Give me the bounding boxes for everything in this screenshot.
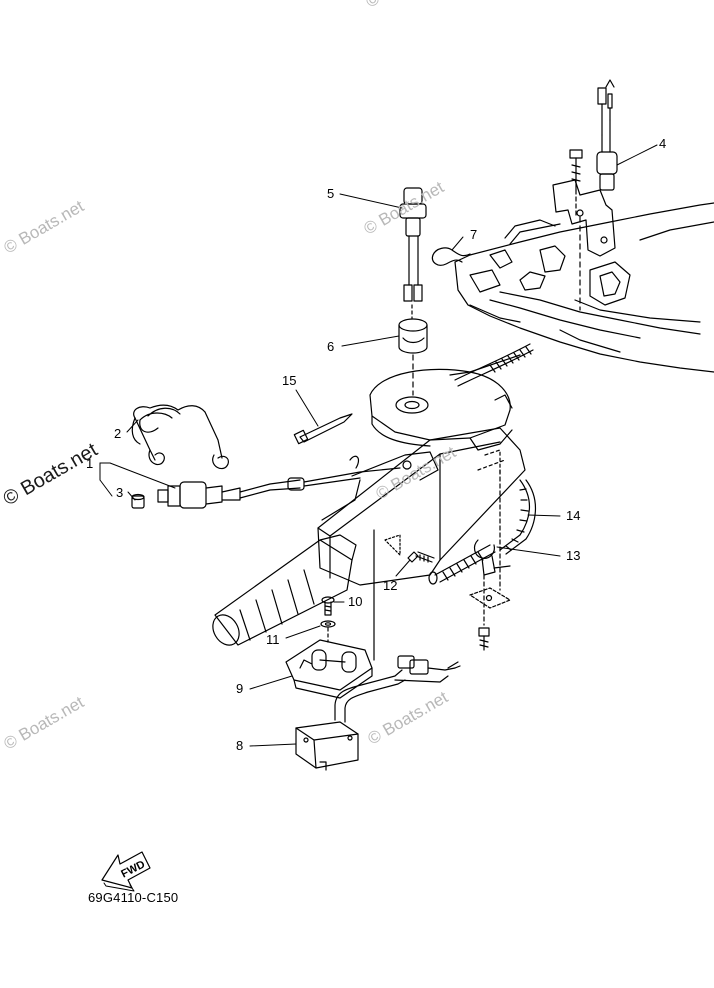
watermark-dark: © Boats.net: [0, 439, 102, 511]
callout-12: 12: [383, 578, 397, 593]
protection-tube: [428, 479, 537, 585]
wire-harness: [334, 655, 461, 723]
callout-1: 1: [86, 456, 93, 471]
screw-10: [321, 596, 335, 616]
callout-10: 10: [348, 594, 362, 609]
bottom-cowling: [454, 202, 714, 373]
ignition-module: [295, 721, 359, 771]
watermark-4: © Boats.net: [1, 692, 88, 753]
tiller-handle: [317, 427, 526, 661]
callout-3: 3: [116, 485, 123, 500]
callout-numbers: 1 2 3 4 5 6 7 8 9 10 11 12 13 14 15: [86, 136, 666, 753]
stop-switch-bracket: [552, 179, 616, 311]
callout-14: 14: [566, 508, 580, 523]
callout-15: 15: [282, 373, 296, 388]
watermark-1: © Boats.net: [1, 196, 88, 257]
watermarks: © Boats.net © Boats.net © Boats.net © Bo…: [0, 0, 459, 753]
callout-6: 6: [327, 339, 334, 354]
callout-7: 7: [470, 227, 477, 242]
washer-11: [320, 620, 336, 643]
watermark-2: © Boats.net: [361, 177, 448, 238]
callout-11: 11: [266, 632, 280, 647]
watermark-6: © Boats.net: [363, 0, 450, 11]
switch-holder: [285, 639, 373, 699]
callout-8: 8: [236, 738, 243, 753]
lanyard-cord: [131, 404, 229, 470]
callout-5: 5: [327, 186, 334, 201]
callout-2: 2: [114, 426, 121, 441]
pin-tool: [293, 413, 353, 445]
main-switch: [399, 187, 427, 319]
callout-9: 9: [236, 681, 243, 696]
forward-arrow-icon: [101, 851, 151, 892]
screw-12: [407, 551, 435, 563]
watermark-5: © Boats.net: [365, 687, 452, 748]
shift-cable: [454, 343, 534, 387]
leader-lines: [99, 144, 658, 747]
grommet: [398, 318, 428, 396]
wire-clip: [431, 247, 471, 266]
part-code: 69G4110-C150: [88, 890, 179, 905]
callout-13: 13: [566, 548, 580, 563]
cable-clamp: [469, 539, 511, 651]
callout-4: 4: [659, 136, 666, 151]
steering-bracket: [369, 354, 521, 451]
emergency-stop-switch: [157, 455, 401, 509]
lock-plate-clip: [131, 493, 145, 509]
stop-switch: [569, 79, 618, 216]
throttle-grip: [212, 534, 357, 646]
